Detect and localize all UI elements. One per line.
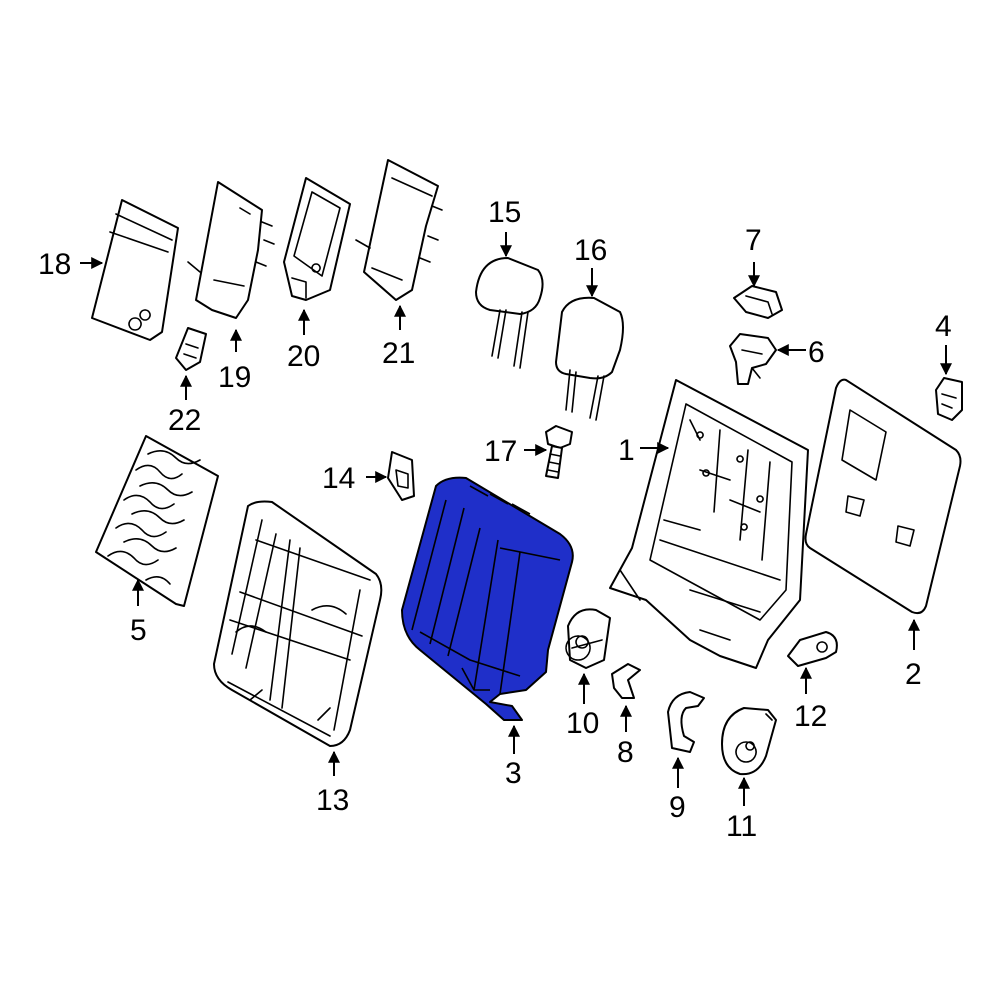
part-16-headrest[interactable] — [555, 296, 624, 421]
part-18-armrest-cover[interactable] — [91, 199, 179, 341]
callout-20[interactable]: 20 — [287, 340, 320, 373]
part-14-clip[interactable] — [387, 451, 415, 501]
callout-16[interactable]: 16 — [574, 234, 607, 267]
part-3-seatback-pad[interactable] — [401, 476, 574, 721]
callout-8[interactable]: 8 — [617, 736, 634, 769]
callout-12[interactable]: 12 — [794, 700, 827, 733]
callout-22[interactable]: 22 — [168, 404, 201, 437]
callout-1[interactable]: 1 — [618, 434, 635, 467]
part-21-trim-panel[interactable] — [355, 159, 443, 301]
callout-15[interactable]: 15 — [488, 196, 521, 229]
part-5-seat-pad[interactable] — [95, 435, 219, 607]
part-7-latch-cover[interactable] — [733, 285, 783, 319]
callout-6[interactable]: 6 — [808, 336, 825, 369]
callout-21[interactable]: 21 — [382, 337, 415, 370]
callout-5[interactable]: 5 — [130, 614, 147, 647]
callout-14[interactable]: 14 — [322, 462, 355, 495]
part-13-seatback-cover[interactable] — [213, 500, 383, 747]
part-19-side-trim[interactable] — [187, 181, 275, 319]
part-15-headrest[interactable] — [475, 257, 544, 369]
part-12-handle-cover[interactable] — [787, 631, 838, 667]
callout-18[interactable]: 18 — [38, 248, 71, 281]
part-17-bolt[interactable] — [545, 425, 573, 479]
callout-13[interactable]: 13 — [316, 784, 349, 817]
callout-9[interactable]: 9 — [669, 791, 686, 824]
callout-10[interactable]: 10 — [566, 707, 599, 740]
callout-3[interactable]: 3 — [505, 757, 522, 790]
part-1-seatback-frame[interactable] — [609, 379, 809, 669]
part-22-clip[interactable] — [175, 327, 207, 371]
part-8-clip[interactable] — [611, 663, 641, 699]
part-9-bracket[interactable] — [667, 691, 705, 753]
callout-4[interactable]: 4 — [935, 310, 952, 343]
callout-19[interactable]: 19 — [218, 361, 251, 394]
part-10-pivot[interactable] — [565, 608, 611, 669]
part-20-bracket-cover[interactable] — [283, 177, 351, 301]
callout-11[interactable]: 11 — [726, 810, 757, 843]
callout-7[interactable]: 7 — [745, 224, 762, 257]
part-11-recliner-cover[interactable] — [721, 707, 777, 776]
part-4-clip[interactable] — [935, 377, 963, 421]
callout-17[interactable]: 17 — [484, 435, 517, 468]
part-6-latch[interactable] — [729, 333, 777, 385]
part-2-back-panel[interactable] — [804, 378, 962, 615]
callout-2[interactable]: 2 — [905, 658, 922, 691]
